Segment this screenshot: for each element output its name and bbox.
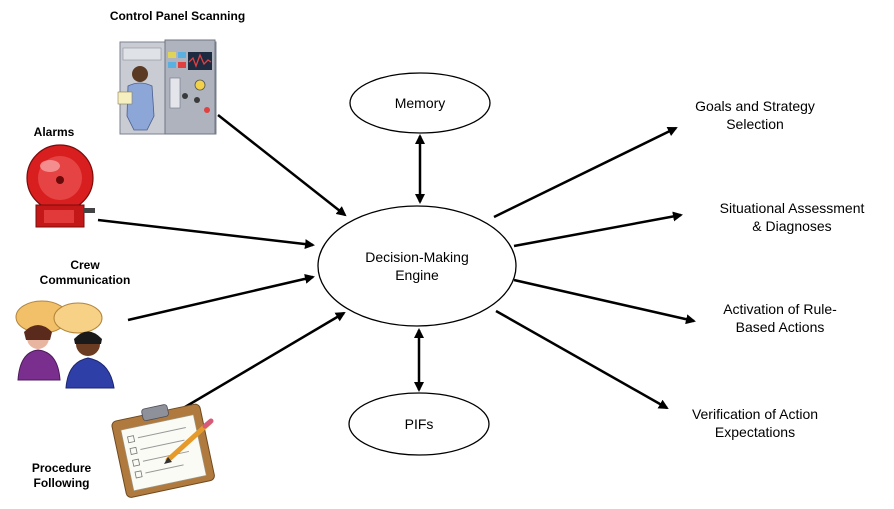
activation-label-line1: Activation of Rule- <box>723 301 837 317</box>
pifs-label: PIFs <box>404 416 434 432</box>
goals-label-line2: Selection <box>726 116 784 132</box>
arrow-situational <box>513 211 683 248</box>
situational-label: Situational Assessment & Diagnoses <box>690 199 894 235</box>
arrow-goals <box>493 126 678 219</box>
crew-label-line1: Crew <box>70 258 100 272</box>
pifs-node <box>348 392 490 456</box>
situational-label-line1: Situational Assessment <box>719 200 865 216</box>
crew-communication-icon <box>15 300 115 389</box>
procedure-clipboard-icon <box>111 403 215 498</box>
memory-label: Memory <box>394 95 446 111</box>
arrow-alarms <box>97 218 315 250</box>
verification-label-line1: Verification of Action <box>691 406 819 422</box>
arrow-activation <box>513 278 696 325</box>
activation-label-line2: Based Actions <box>735 319 825 335</box>
control-panel-icon <box>117 39 217 135</box>
alarm-bell-icon <box>26 144 95 228</box>
arrow-crew <box>127 273 315 322</box>
alarms-label: Alarms <box>33 125 75 139</box>
arrow-control-panel <box>217 114 347 217</box>
situational-label-line2: & Diagnoses <box>752 218 832 234</box>
verification-label: Verification of Action Expectations <box>660 405 850 441</box>
procedure-label: Procedure Following <box>14 461 109 491</box>
verification-label-line2: Expectations <box>714 424 796 440</box>
engine-label: Decision-Making Engine <box>327 248 507 284</box>
activation-label: Activation of Rule- Based Actions <box>690 300 870 336</box>
arrow-procedure <box>184 311 346 409</box>
engine-label-line1: Decision-Making <box>365 249 469 265</box>
arrow-verification <box>495 309 669 410</box>
procedure-label-line1: Procedure <box>31 461 92 475</box>
engine-label-line2: Engine <box>395 267 439 283</box>
procedure-label-line2: Following <box>33 476 90 490</box>
control-panel-label: Control Panel Scanning <box>109 9 246 23</box>
goals-label-line1: Goals and Strategy <box>695 98 815 114</box>
crew-label: Crew Communication <box>20 258 150 288</box>
memory-node <box>349 72 491 134</box>
goals-label: Goals and Strategy Selection <box>660 97 850 133</box>
decision-engine-node <box>317 205 517 327</box>
crew-label-line2: Communication <box>39 273 131 287</box>
